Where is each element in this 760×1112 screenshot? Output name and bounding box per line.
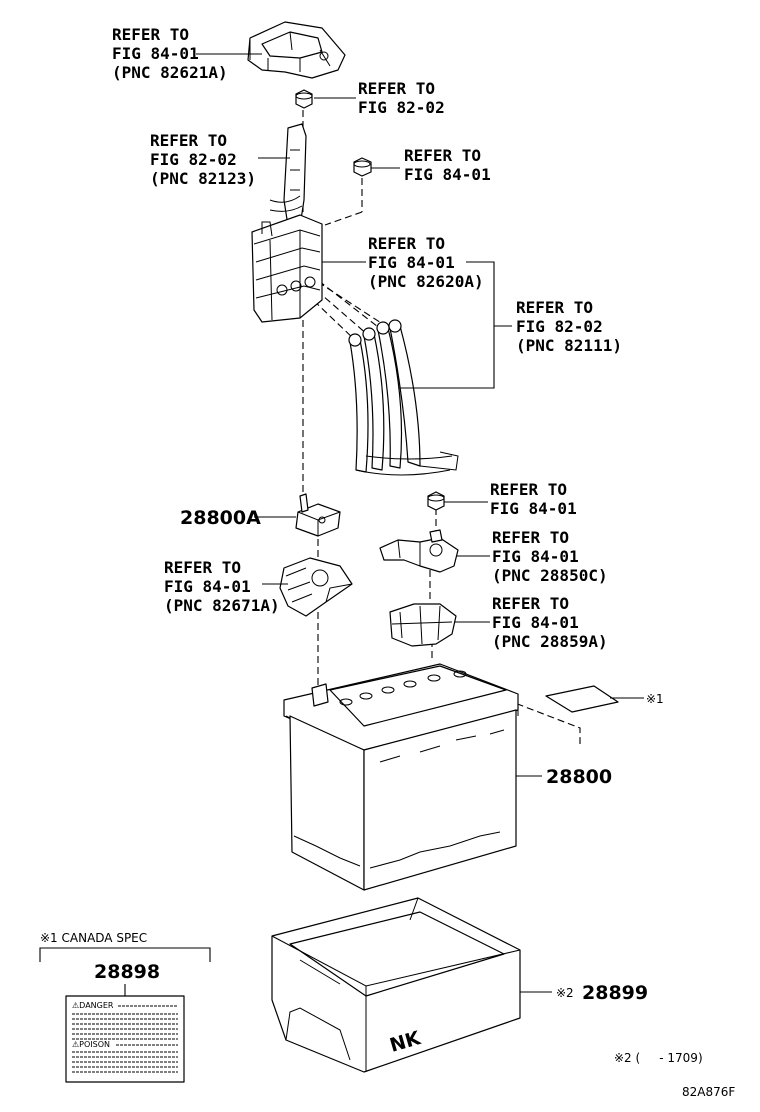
- label-terminal-cover-left: REFER TO FIG 84-01 (PNC 82671A): [164, 558, 280, 615]
- svg-text:(PNC 82620A): (PNC 82620A): [368, 272, 484, 291]
- poison-heading: ⚠POISON: [72, 1040, 110, 1049]
- svg-text:REFER TO: REFER TO: [492, 528, 569, 547]
- svg-text:FIG 84-01: FIG 84-01: [164, 577, 251, 596]
- battery-terminal-clamp[interactable]: [379, 529, 459, 573]
- terminal-cover-left[interactable]: [279, 557, 353, 617]
- battery[interactable]: [283, 663, 519, 891]
- svg-text:(PNC 82111): (PNC 82111): [516, 336, 622, 355]
- svg-text:(PNC 28850C): (PNC 28850C): [492, 566, 608, 585]
- svg-text:REFER TO: REFER TO: [368, 234, 445, 253]
- canada-label-sticker[interactable]: [545, 685, 619, 713]
- battery-cables[interactable]: [348, 319, 459, 476]
- label-terminal-cover-top: REFER TO FIG 84-01 (PNC 82621A): [112, 25, 228, 82]
- figure-code: 82A876F: [682, 1085, 735, 1099]
- label-top-nut: REFER TO FIG 82-02: [358, 79, 445, 117]
- svg-text:REFER TO: REFER TO: [164, 558, 241, 577]
- part-number-tray: 28899: [582, 982, 648, 1004]
- svg-text:REFER TO: REFER TO: [358, 79, 435, 98]
- wire-harness-upper[interactable]: [269, 123, 307, 227]
- danger-heading: ⚠DANGER: [72, 1001, 114, 1010]
- svg-text:REFER TO: REFER TO: [490, 480, 567, 499]
- label-cable-wires: REFER TO FIG 82-02 (PNC 82111): [516, 298, 622, 355]
- label-text-lines: [72, 1013, 178, 1073]
- svg-text:REFER TO: REFER TO: [150, 131, 227, 150]
- svg-text:FIG 84-01: FIG 84-01: [368, 253, 455, 272]
- canada-spec-box: ⚠DANGER ⚠POISON: [39, 947, 211, 1083]
- part-number-canada-label: 28898: [94, 961, 160, 983]
- svg-text:(PNC 82671A): (PNC 82671A): [164, 596, 280, 615]
- svg-text:(PNC 28859A): (PNC 28859A): [492, 632, 608, 651]
- svg-text:FIG 84-01: FIG 84-01: [112, 44, 199, 63]
- tray-model-note: ※2 ( - 1709): [614, 1051, 703, 1065]
- svg-text:FIG 84-01: FIG 84-01: [404, 165, 491, 184]
- svg-text:FIG 84-01: FIG 84-01: [492, 547, 579, 566]
- label-terminal-cover-right: REFER TO FIG 84-01 (PNC 28859A): [492, 594, 608, 651]
- svg-text:(PNC 82621A): (PNC 82621A): [112, 63, 228, 82]
- svg-text:FIG 82-02: FIG 82-02: [358, 98, 445, 117]
- terminal-cover-right[interactable]: [389, 603, 457, 647]
- label-terminal-clamp: REFER TO FIG 84-01 (PNC 28850C): [492, 528, 608, 585]
- svg-text:FIG 84-01: FIG 84-01: [490, 499, 577, 518]
- label-wire-upper: REFER TO FIG 82-02 (PNC 82123): [150, 131, 256, 188]
- label-upper-right-nut: REFER TO FIG 84-01: [404, 146, 491, 184]
- fusible-link-block[interactable]: [251, 214, 323, 323]
- svg-text:FIG 82-02: FIG 82-02: [516, 317, 603, 336]
- svg-text:(PNC 82123): (PNC 82123): [150, 169, 256, 188]
- svg-text:FIG 84-01: FIG 84-01: [492, 613, 579, 632]
- label-clamp-nut: REFER TO FIG 84-01: [490, 480, 577, 518]
- nut-top[interactable]: [295, 89, 313, 109]
- part-number-clamp: 28800A: [180, 507, 261, 529]
- svg-text:REFER TO: REFER TO: [516, 298, 593, 317]
- label-mark-1: ※1: [646, 692, 664, 706]
- svg-text:FIG 82-02: FIG 82-02: [150, 150, 237, 169]
- nut-upper-right[interactable]: [353, 157, 372, 177]
- terminal-cover-top[interactable]: [247, 21, 346, 79]
- leader-lines: [196, 53, 644, 993]
- canada-spec-note: ※1 CANADA SPEC: [40, 931, 147, 945]
- nut-clamp[interactable]: [427, 491, 445, 511]
- label-fusible-block: REFER TO FIG 84-01 (PNC 82620A): [368, 234, 484, 291]
- tray-mark-2: ※2: [556, 986, 574, 1000]
- svg-text:REFER TO: REFER TO: [404, 146, 481, 165]
- svg-text:REFER TO: REFER TO: [492, 594, 569, 613]
- svg-text:REFER TO: REFER TO: [112, 25, 189, 44]
- battery-clamp[interactable]: [295, 493, 341, 537]
- battery-tray[interactable]: [271, 897, 521, 1073]
- part-number-battery: 28800: [546, 766, 612, 788]
